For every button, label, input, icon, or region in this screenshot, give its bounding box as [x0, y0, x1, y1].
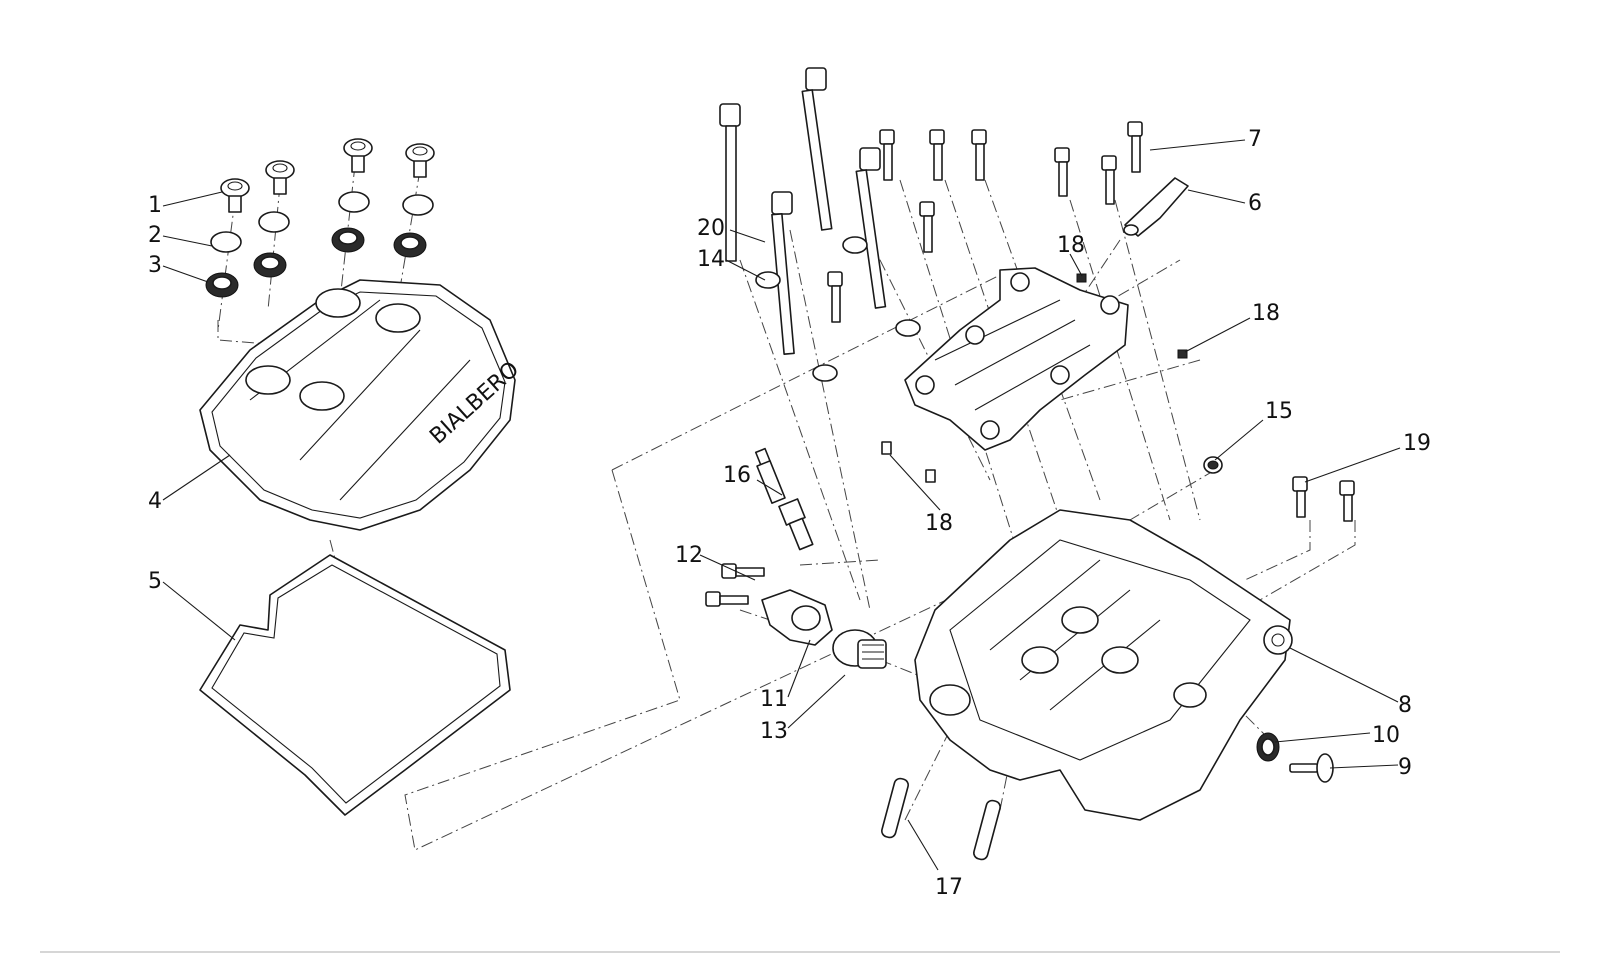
- cover-bolt-4: [405, 143, 435, 178]
- bolt-washer-group: [755, 236, 921, 382]
- callout-18-lower: 18: [925, 511, 953, 536]
- washer: [210, 231, 242, 253]
- short-bolt: [827, 271, 843, 323]
- cylinder-head: [914, 509, 1293, 821]
- grommet: [393, 232, 427, 258]
- callout-9: 9: [1398, 755, 1412, 780]
- washer: [258, 211, 290, 233]
- callout-3: 3: [148, 253, 162, 278]
- long-bolt-group: [719, 67, 887, 355]
- flange-bolt: [1289, 753, 1334, 783]
- cover-boss: [375, 303, 421, 333]
- camshaft-carrier: [904, 267, 1129, 451]
- long-bolt: [801, 67, 833, 231]
- callout-2: 2: [148, 223, 162, 248]
- callout-17: 17: [935, 875, 963, 900]
- thermostat-bolt: [705, 591, 749, 607]
- washer: [755, 271, 781, 289]
- callout-7: 7: [1248, 127, 1262, 152]
- washer: [402, 194, 434, 216]
- callout-5: 5: [148, 569, 162, 594]
- thermostat: [832, 629, 887, 669]
- callout-labels: 1 2 3 4 5 6 7 8 9 10 11 12 13 14 15 16 1…: [148, 127, 1431, 900]
- washer: [842, 236, 868, 254]
- callout-16: 16: [723, 463, 751, 488]
- cover-boss: [315, 288, 361, 318]
- callout-8: 8: [1398, 693, 1412, 718]
- short-bolt: [1339, 480, 1355, 522]
- cover-bolt-group: [220, 138, 435, 213]
- bracket: [1123, 177, 1189, 237]
- thermostat-bolt-group: [705, 563, 765, 607]
- callout-12: 12: [675, 543, 703, 568]
- short-bolt: [929, 129, 945, 181]
- dowel-pin: [973, 799, 1001, 861]
- callout-13: 13: [760, 719, 788, 744]
- seal-ring: [1256, 732, 1280, 762]
- valve-cover: BIALBERO: [199, 279, 524, 531]
- short-bolt: [971, 129, 987, 181]
- cover-boss: [245, 365, 291, 395]
- threaded-plug: [1203, 456, 1223, 474]
- washer: [812, 364, 838, 382]
- cover-bolt-2: [265, 160, 295, 195]
- short-bolt: [1127, 121, 1143, 173]
- grommet: [253, 252, 287, 278]
- short-bolt-group: [827, 121, 1355, 522]
- thermostat-housing: [761, 589, 833, 646]
- spark-plug: [754, 447, 814, 551]
- callout-18-right: 18: [1252, 301, 1280, 326]
- short-bolt: [1101, 155, 1117, 205]
- callout-14: 14: [697, 247, 725, 272]
- callout-11: 11: [760, 687, 788, 712]
- plug: [925, 469, 936, 483]
- dowel-group: [881, 777, 1001, 861]
- short-bolt: [879, 129, 895, 181]
- washer: [338, 191, 370, 213]
- leader-lines: [162, 139, 1401, 871]
- long-bolt: [719, 103, 741, 262]
- cover-bolt-3: [343, 138, 373, 173]
- callout-1: 1: [148, 193, 162, 218]
- cover-bolt-1: [220, 178, 250, 213]
- washer-group: [210, 191, 434, 253]
- grommet: [205, 272, 239, 298]
- grommet: [331, 227, 365, 253]
- cover-boss: [299, 381, 345, 411]
- callout-18-top: 18: [1057, 233, 1085, 258]
- grommet-group: [205, 227, 427, 298]
- callout-15: 15: [1265, 399, 1293, 424]
- washer: [895, 319, 921, 337]
- short-bolt: [1292, 476, 1308, 518]
- callout-6: 6: [1248, 191, 1262, 216]
- dowel-pin: [881, 777, 909, 839]
- callout-10: 10: [1372, 723, 1400, 748]
- callout-4: 4: [148, 489, 162, 514]
- long-bolt: [855, 147, 887, 309]
- short-bolt: [919, 201, 935, 253]
- plug: [1177, 349, 1188, 359]
- plug-group: [881, 273, 1188, 483]
- cover-gasket: [199, 554, 511, 816]
- callout-20: 20: [697, 216, 725, 241]
- short-bolt: [1054, 147, 1070, 197]
- callout-19: 19: [1403, 431, 1431, 456]
- plug: [881, 441, 892, 455]
- thermostat-bolt: [721, 563, 765, 579]
